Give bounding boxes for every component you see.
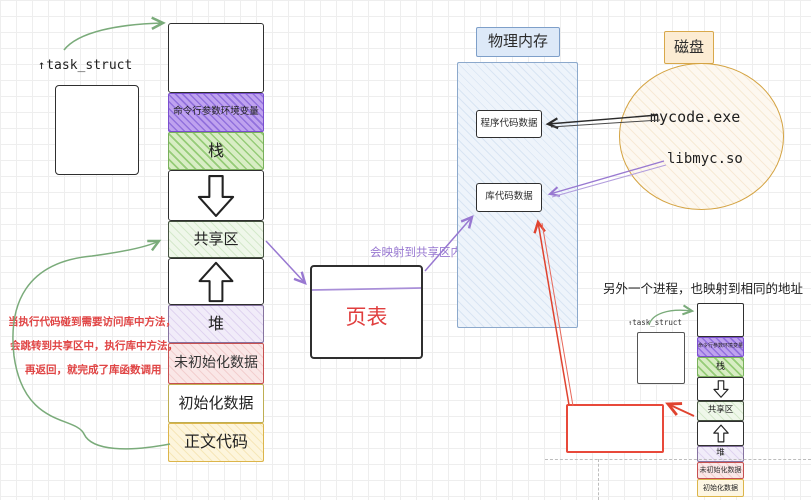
note-line-2: 会跳转到共享区中，执行库中方法， [10,340,178,352]
arrow-up-icon [198,261,234,302]
mem-seg-shared-area: 共享区 [168,221,264,258]
arrow-shared2-to-secondpagetable [665,402,695,417]
shared-mapping-note: 会映射到共享区内 [370,245,462,260]
program-code-data-block: 程序代码数据 [476,110,542,138]
arrow-shared-to-pagetable [265,240,307,285]
another-process-note: 另外一个进程，也映射到相同的地址 [603,280,804,296]
task-struct-box-2 [637,332,685,384]
task-struct-label-2: ↑ task_struct [628,317,682,327]
library-code-data-block: 库代码数据 [476,183,542,212]
second-page-table-box [566,404,664,453]
mem2-seg-cmdline-env: 命令行参数环境变量 [697,337,744,357]
disk-circle [619,63,784,210]
mem-seg-cmdline-env: 命令行参数环境变量 [168,93,264,132]
arrow-taskstruct-to-column [63,16,166,51]
library-call-note: 当执行代码碰到需要访问库中方法， 会跳转到共享区中，执行库中方法， 再返回，就完… [8,310,178,382]
dashed-guide-vertical [598,459,599,500]
mem2-seg-init-data: 初始化数据 [697,479,744,497]
mem2-seg-shared-area: 共享区 [697,401,744,421]
mem2-seg-uninit-data: 未初始化数据 [697,462,744,479]
task-struct-label: ↑ task_struct [38,57,133,73]
task-struct-box [55,85,139,175]
mem-seg-stack-growth [168,170,264,221]
up-arrow-glyph-2: ↑ [628,318,633,327]
page-table-label: 页表 [345,304,388,329]
physical-memory-title: 物理内存 [476,27,560,57]
note-line-1: 当执行代码碰到需要访问库中方法， [8,316,176,328]
mem-seg-top-empty [168,23,264,93]
up-arrow-glyph: ↑ [38,58,46,73]
disk-title: 磁盘 [664,31,714,64]
mem-seg-heap: 堆 [168,305,264,343]
mem-seg-init-data: 初始化数据 [168,384,264,423]
dashed-guide-horizontal [545,459,811,460]
mem-seg-uninit-data: 未初始化数据 [168,343,264,384]
mem-seg-stack: 栈 [168,132,264,170]
mem2-seg-stack-growth [697,377,744,401]
disk-file-exe: mycode.exe [650,108,741,127]
arrow-up-icon [712,424,729,443]
mem2-seg-stack: 栈 [697,357,744,377]
mem2-seg-heap-growth [697,421,744,446]
mem2-seg-heap: 堆 [697,446,744,462]
arrow-down-icon [197,174,235,217]
page-table-box: 页表 [310,265,423,359]
mem2-seg-top-empty [697,303,744,337]
mem-seg-heap-growth [168,258,264,305]
arrow-down-icon [712,380,729,398]
note-line-3: 再返回，就完成了库函数调用 [25,364,162,376]
disk-file-lib: libmyc.so [667,150,743,167]
mem-seg-text-code: 正文代码 [168,423,264,462]
